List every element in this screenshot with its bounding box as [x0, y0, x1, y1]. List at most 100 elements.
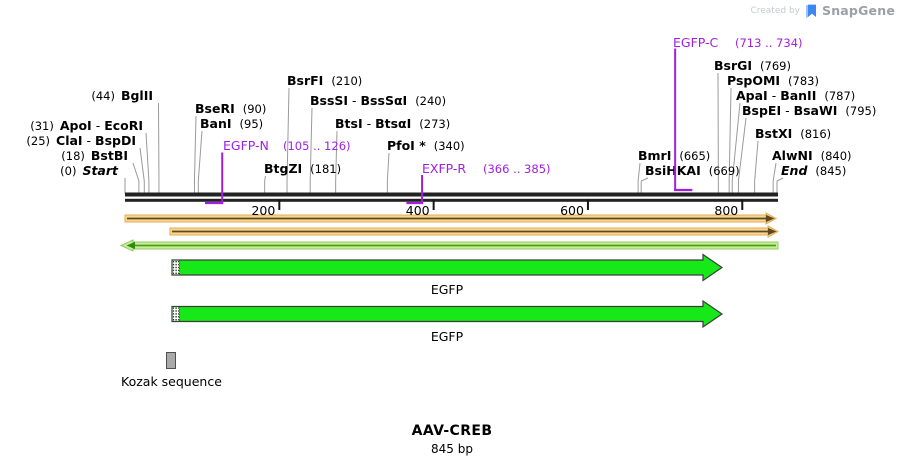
- enzyme-label-BglII[interactable]: (44)BglII: [0, 88, 153, 104]
- enzyme-names: BsiHKAI: [645, 163, 701, 178]
- enzyme-position: (181): [310, 162, 342, 176]
- enzyme-label-BtsI-BtsαI[interactable]: BtsI - BtsαI(273): [335, 116, 451, 132]
- primer-label-EGFP-N[interactable]: EGFP-N: [223, 139, 269, 152]
- enzyme-position: (665): [679, 149, 711, 163]
- enzyme-name: BglII: [120, 88, 153, 103]
- enzyme-label-PspOMI[interactable]: PspOMI(783): [727, 74, 819, 89]
- enzyme-name: BtsαI: [375, 116, 412, 131]
- enzyme-name: BmrI: [638, 148, 672, 163]
- feature-hatch-2: [172, 307, 180, 321]
- enzyme-name: BanI: [200, 116, 232, 131]
- orf-forward-2-line-head: [768, 227, 777, 236]
- site-leader-PfoI *: [386, 152, 390, 182]
- orf-reverse-1-line-head: [126, 241, 135, 250]
- feature-label-text: EGFP: [430, 329, 464, 344]
- primer-range-EGFP-C: (713 .. 734): [735, 37, 803, 50]
- enzyme-names: ClaI - BspDI: [56, 133, 136, 148]
- enzyme-label-BanI[interactable]: BanI(95): [200, 116, 263, 132]
- enzyme-name: BstXI: [755, 126, 793, 141]
- snapgene-brand-text: SnapGene: [822, 3, 895, 18]
- enzyme-position: (845): [815, 164, 847, 178]
- site-leader-BmrI: [637, 162, 641, 182]
- enzyme-names: BmrI: [638, 148, 671, 163]
- primer-range-text: (713 .. 734): [735, 36, 803, 50]
- enzyme-name: ClaI: [56, 133, 83, 148]
- snapgene-logo-icon: [806, 4, 816, 18]
- enzyme-label-BsrGI[interactable]: BsrGI (769): [714, 58, 791, 74]
- enzyme-label-End[interactable]: End (845): [781, 163, 847, 179]
- site-leader-PspOMI: [728, 87, 732, 182]
- enzyme-label-PfoI *[interactable]: PfoI * (340): [387, 138, 465, 154]
- plasmid-length: 845 bp: [431, 442, 473, 456]
- feature-hatch-1: [172, 260, 180, 275]
- feature-arrow-egfp-2[interactable]: [171, 299, 724, 329]
- site-leader-BspEI: [737, 117, 747, 182]
- enzyme-name: BsrFI: [287, 73, 324, 88]
- enzyme-name-separator: -: [362, 116, 376, 131]
- enzyme-label-ApoI-EcoRI[interactable]: (31)ApoI - EcoRI: [0, 118, 143, 134]
- enzyme-label-BssSI-BssSαI[interactable]: BssSI - BssSαI(240): [310, 93, 446, 109]
- enzyme-label-AlwNI[interactable]: AlwNI(840): [772, 149, 852, 164]
- ruler-label-800: 800: [692, 204, 738, 217]
- site-leader-BanI: [197, 130, 203, 182]
- enzyme-position: (769): [760, 59, 791, 73]
- enzyme-label-BtgZI[interactable]: BtgZI (181): [264, 161, 342, 177]
- ruler-label-text: 600: [560, 202, 584, 218]
- enzyme-label-BsrFI[interactable]: BsrFI(210): [287, 73, 362, 89]
- enzyme-names: BspEI - BsaWI: [742, 103, 837, 118]
- feature-label-egfp-2[interactable]: EGFP: [431, 330, 463, 344]
- enzyme-names: End: [781, 163, 807, 178]
- enzyme-name: BsrGI: [714, 58, 753, 73]
- enzyme-position: (669): [708, 164, 740, 178]
- enzyme-names: PfoI *: [387, 138, 426, 153]
- enzyme-names: BstBI: [91, 148, 128, 163]
- enzyme-label-BsiHKAI[interactable]: BsiHKAI (669): [645, 163, 740, 179]
- enzyme-position: (340): [433, 139, 465, 153]
- enzyme-name: BanII: [780, 88, 817, 103]
- site-leader-ApaI: [731, 102, 741, 182]
- site-leader-BsiHKAI: [640, 177, 649, 182]
- site-leader-BsrFI: [286, 87, 290, 182]
- enzyme-position: (840): [820, 149, 852, 163]
- enzyme-name: BsaWI: [793, 103, 838, 118]
- enzyme-name-separator: -: [91, 118, 105, 133]
- enzyme-name: Start: [82, 163, 118, 178]
- primer-range-EGFP-N: (105 .. 126): [283, 140, 351, 153]
- enzyme-position: (31): [30, 119, 54, 133]
- enzyme-position: (816): [800, 127, 832, 141]
- feature-box-kozak[interactable]: [166, 352, 176, 369]
- title-block: AAV-CREB 845 bp: [252, 423, 652, 456]
- primer-name-text: EGFP-N: [223, 138, 269, 153]
- enzyme-name: BssSI: [310, 93, 349, 108]
- primer-label-EGFP-C[interactable]: EGFP-C: [673, 36, 718, 49]
- enzyme-label-Start[interactable]: (0)Start: [0, 163, 118, 179]
- enzyme-name: BsiHKAI: [645, 163, 701, 178]
- enzyme-name-separator: -: [767, 88, 781, 103]
- site-leader-ClaI: [139, 147, 145, 182]
- enzyme-label-BstXI[interactable]: BstXI (816): [755, 126, 832, 142]
- enzyme-label-ClaI-BspDI[interactable]: (25)ClaI - BspDI: [0, 133, 136, 149]
- enzyme-label-BstBI[interactable]: (18)BstBI: [0, 148, 128, 164]
- enzyme-name: ApaI: [736, 88, 768, 103]
- enzyme-label-ApaI-BanII[interactable]: ApaI - BanII(787): [736, 88, 855, 104]
- enzyme-position: (273): [419, 117, 451, 131]
- ruler-label-text: 400: [405, 202, 430, 218]
- primer-range-text: (105 .. 126): [283, 139, 351, 153]
- enzyme-names: BssSI - BssSαI: [310, 93, 407, 108]
- enzyme-name: ApoI: [59, 118, 92, 133]
- feature-arrow-egfp-1[interactable]: [171, 253, 724, 282]
- ruler-label-200: 200: [229, 204, 275, 217]
- enzyme-names: BtgZI: [264, 161, 302, 176]
- feature-label-kozak[interactable]: Kozak sequence: [121, 375, 222, 389]
- enzyme-label-BspEI-BsaWI[interactable]: BspEI - BsaWI(795): [742, 103, 876, 119]
- feature-label-egfp-1[interactable]: EGFP: [431, 283, 463, 297]
- primer-label-EXFP-R[interactable]: EXFP-R: [422, 162, 466, 175]
- site-leader-ApoI: [145, 132, 150, 182]
- enzyme-label-BmrI[interactable]: BmrI (665): [638, 148, 711, 164]
- site-leader-BtsI: [335, 130, 338, 182]
- ruler-label-text: 200: [251, 202, 276, 218]
- enzyme-label-BseRI[interactable]: BseRI(90): [195, 102, 266, 117]
- orf-forward-1-line-head: [766, 214, 775, 223]
- site-leader-BseRI: [193, 115, 197, 182]
